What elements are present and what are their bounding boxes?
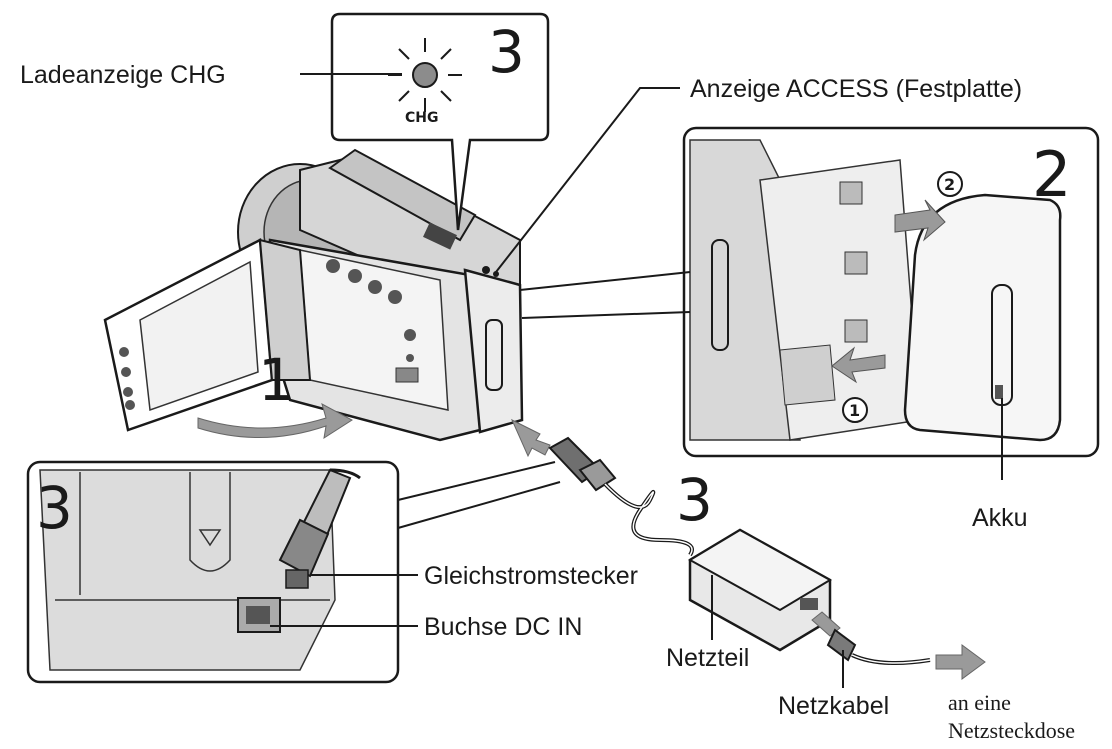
plug-insert-arrow	[510, 418, 551, 458]
adapter-label: Netzteil	[666, 644, 749, 672]
battery-insert-callout: 2 1 2	[682, 126, 1100, 458]
dc-in-callout: 3	[26, 460, 400, 684]
battery-zoom-line-bottom	[521, 311, 691, 319]
outlet-label-line1: an eine	[948, 690, 1011, 715]
dc-zoom-line-bottom	[397, 481, 561, 529]
power-cord-label: Netzkabel	[778, 692, 889, 720]
open-lcd-arrow	[197, 403, 353, 440]
charge-lamp-label: Ladeanzeige CHG	[20, 61, 226, 89]
power-cord	[811, 611, 931, 665]
access-lamp-leader	[495, 87, 680, 273]
step-3-adapter: 3	[676, 466, 713, 534]
battery-step-2: 2	[944, 175, 955, 194]
chg-mark: CHG	[405, 110, 438, 126]
dc-in-label: Buchse DC IN	[424, 613, 582, 641]
dc-plug-label: Gleichstromstecker	[424, 562, 638, 590]
camcorder	[103, 148, 524, 442]
battery-zoom-line-top	[519, 271, 691, 291]
access-lamp-label: Anzeige ACCESS (Festplatte)	[690, 75, 1022, 103]
battery-step-1: 1	[849, 401, 860, 420]
outlet-arrow	[935, 644, 986, 680]
step-3-chg: 3	[488, 18, 525, 86]
step-2-battery: 2	[1032, 138, 1071, 211]
step-1-open-lcd: 1	[258, 346, 295, 414]
outlet-label-line2: Netzsteckdose	[948, 718, 1075, 743]
dc-plug	[548, 436, 617, 492]
battery-label: Akku	[972, 504, 1028, 532]
step-3-dc-in: 3	[36, 474, 73, 542]
dc-zoom-line-top	[397, 461, 556, 501]
